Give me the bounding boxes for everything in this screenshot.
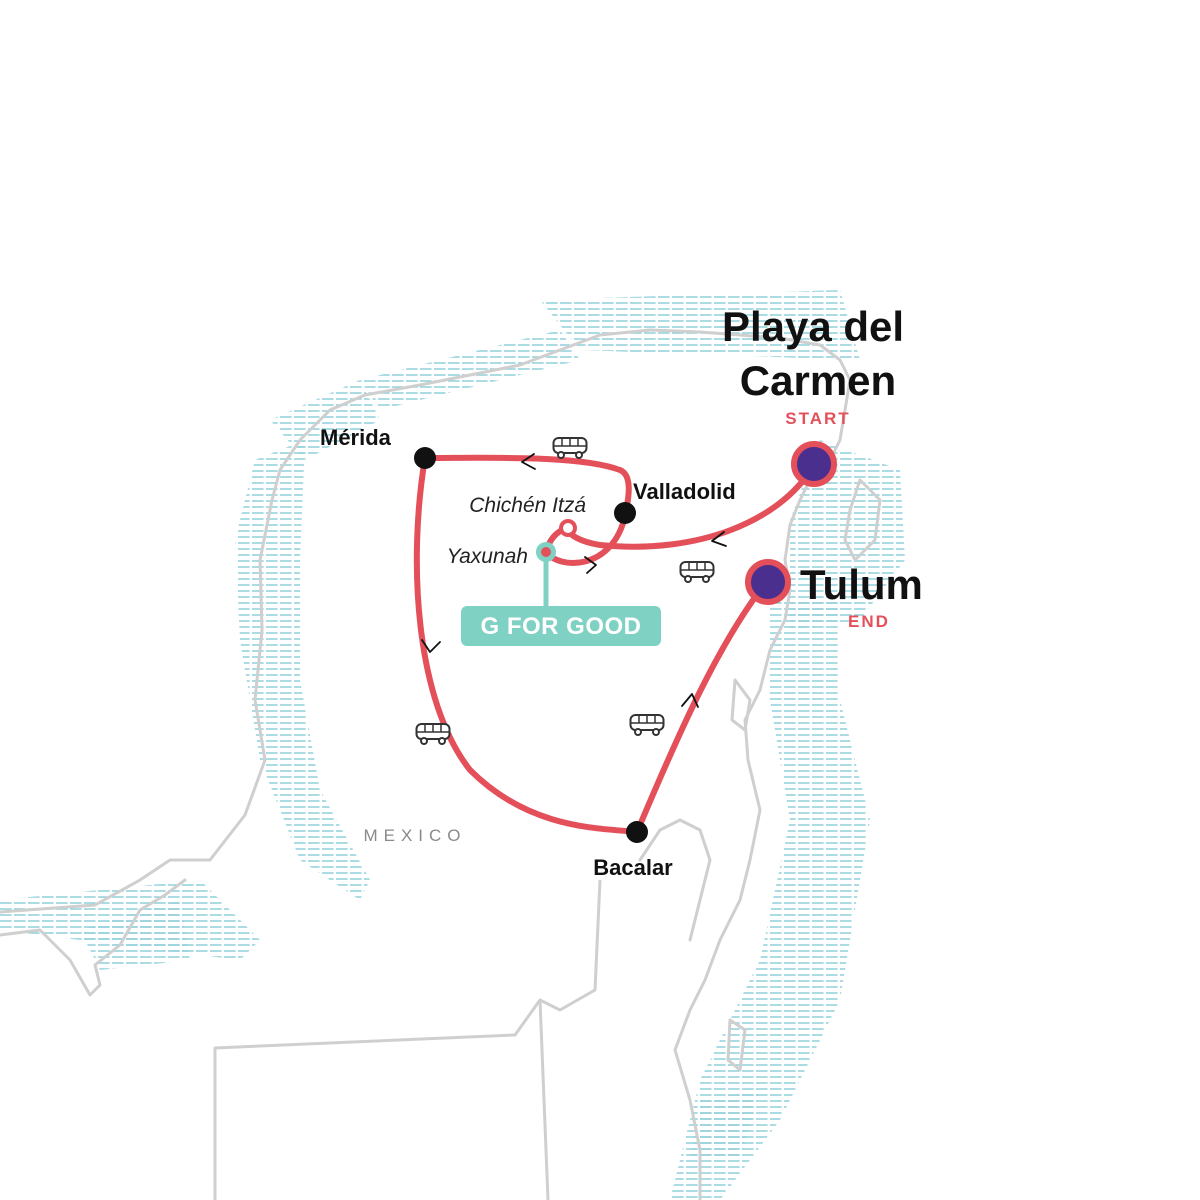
end-city-name: Tulum [800, 561, 923, 608]
route-segment-valladolid-to-merida [422, 454, 623, 473]
stop-label-valladolid: Valladolid [633, 479, 736, 504]
start-marker-playa-del-carmen [791, 441, 837, 487]
site-marker-yaxunah-core [541, 547, 551, 557]
bus-icon [679, 561, 715, 583]
ocean-hatch-pattern [0, 290, 905, 1200]
start-city-name-line1: Playa del [722, 303, 904, 350]
route-segment-merida-to-bacalar [413, 455, 640, 835]
bus-icon [552, 437, 588, 459]
gfg-badge-label: G FOR GOOD [481, 613, 642, 640]
coastline-outline [0, 328, 882, 1200]
bus-icon [629, 714, 665, 736]
stop-marker-bacalar [626, 821, 648, 843]
gfg-badge [461, 606, 661, 646]
stop-marker-valladolid [614, 502, 636, 524]
route-direction-arrow-icon [421, 453, 727, 708]
start-city-name-line2: Carmen [740, 357, 896, 404]
start-tag: START [785, 409, 850, 428]
border-outline [213, 879, 602, 1200]
stop-label-bacalar: Bacalar [593, 855, 673, 880]
end-marker-tulum [745, 559, 791, 605]
bus-icon [415, 723, 451, 745]
route-segment-bacalar-to-tulum [634, 577, 771, 835]
site-label-yaxunah: Yaxunah [447, 545, 528, 568]
site-marker-chichen-itza [559, 519, 577, 537]
stop-marker-merida [414, 447, 436, 469]
site-label-chichen-itza: Chichén Itzá [469, 494, 586, 517]
end-tag: END [848, 612, 890, 631]
country-label: MEXICO [363, 826, 466, 845]
stop-label-merida: Mérida [320, 425, 392, 450]
